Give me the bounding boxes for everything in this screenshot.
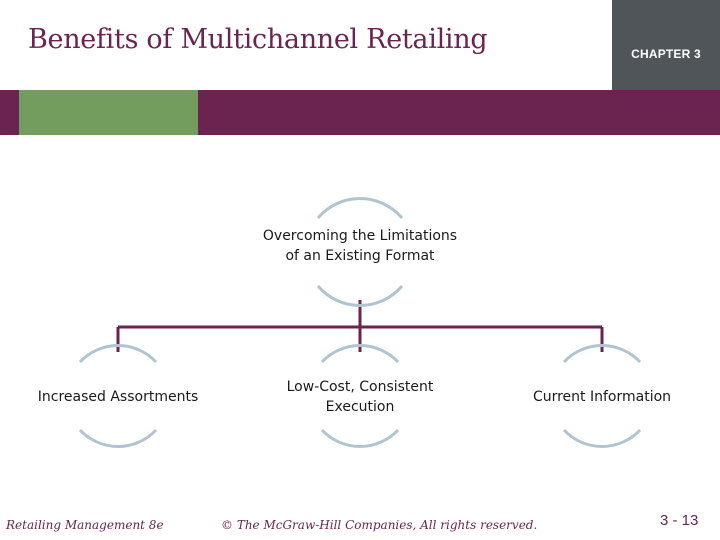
node-arcs [78,197,642,448]
left-arc-bottom [78,428,158,448]
page-number: 3 - 13 [660,512,699,529]
footer-copyright: © The McGraw-Hill Companies, All rights … [221,518,538,532]
center-arc-bottom [320,428,400,448]
chapter-label: CHAPTER 3 [631,47,701,61]
header-band-green [19,90,198,135]
child-node-text-2: Low-Cost, Consistent Execution [286,379,434,415]
child-node-text-3: Current Information [532,389,672,405]
root-arc-bottom [316,285,404,307]
root-arc-top [316,197,404,219]
chapter-box: CHAPTER 3 [612,0,720,90]
right-arc-top [562,344,642,364]
center-arc-top [320,344,400,364]
right-arc-bottom [562,428,642,448]
slide-title: Benefits of Multichannel Retailing [28,24,488,55]
root-node-text: Overcoming the Limitations of an Existin… [262,228,458,264]
footer-book: Retailing Management 8e [6,518,164,532]
left-arc-top [78,344,158,364]
child-node-text-1: Increased Assortments [37,389,199,405]
